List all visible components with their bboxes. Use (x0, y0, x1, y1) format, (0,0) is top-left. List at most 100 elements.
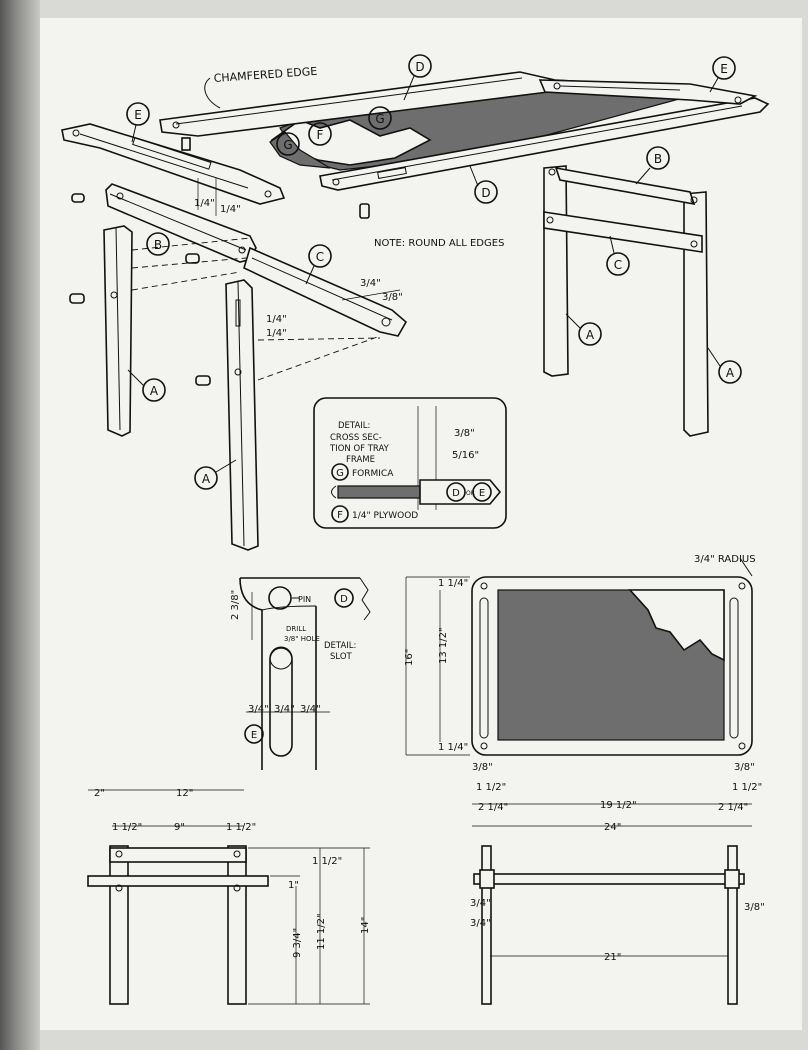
svg-text:OR: OR (466, 490, 475, 497)
svg-text:1/4": 1/4" (194, 198, 215, 209)
svg-text:1 1/2": 1 1/2" (226, 822, 256, 833)
svg-text:C: C (316, 250, 324, 264)
svg-text:E: E (479, 488, 485, 499)
svg-text:CHAMFERED EDGE: CHAMFERED EDGE (213, 65, 317, 85)
callout-g-detail: G (331, 463, 349, 481)
svg-text:PIN: PIN (298, 595, 311, 604)
callout-c-left: C (305, 244, 332, 285)
note-round-edges: NOTE: ROUND ALL EDGES (374, 238, 504, 249)
svg-text:3/4": 3/4" (360, 278, 381, 289)
svg-text:3/8": 3/8" (454, 428, 475, 439)
svg-text:FRAME: FRAME (346, 455, 375, 465)
svg-text:16": 16" (404, 649, 415, 666)
svg-text:13 1/2": 13 1/2" (438, 627, 449, 664)
svg-text:E: E (134, 108, 142, 122)
tray-top-view: 16" 13 1/2" 1 1/4" 1 1/4" 3/4" RADIUS 3/… (404, 554, 762, 833)
svg-text:9 3/4": 9 3/4" (292, 928, 303, 958)
svg-text:9": 9" (174, 822, 185, 833)
svg-text:1 1/4": 1 1/4" (438, 742, 468, 753)
svg-text:G: G (336, 468, 344, 479)
svg-text:12": 12" (176, 788, 193, 799)
svg-text:1 1/2": 1 1/2" (312, 856, 342, 867)
svg-text:B: B (154, 238, 162, 252)
callout-a-center: A (194, 459, 237, 490)
svg-text:1/4": 1/4" (266, 328, 287, 339)
svg-text:3/4": 3/4" (248, 704, 269, 715)
svg-text:3/8": 3/8" (744, 902, 765, 913)
svg-text:3/4": 3/4" (274, 704, 295, 715)
exploded-dimensions: 1/4" 1/4" 3/4" 3/8" 1/4" 1/4" (194, 198, 403, 339)
svg-text:E: E (720, 62, 728, 76)
svg-text:1 1/2": 1 1/2" (476, 782, 506, 793)
callout-b-left: B (146, 232, 170, 256)
svg-text:3/4" RADIUS: 3/4" RADIUS (694, 554, 756, 565)
callout-b-right: B (635, 146, 670, 185)
part-e-end-rail (61, 123, 286, 205)
detail-slot: PIN D 2 3/8" DRILL 3/8" HOLE DETAIL: SLO… (230, 577, 371, 770)
svg-text:3/8" HOLE: 3/8" HOLE (284, 635, 320, 643)
callout-g-right: G (368, 106, 392, 130)
svg-text:2 1/4": 2 1/4" (478, 802, 508, 813)
svg-text:1/4": 1/4" (266, 314, 287, 325)
svg-text:C: C (614, 258, 622, 272)
svg-text:2 3/8": 2 3/8" (230, 590, 241, 620)
svg-text:1/4" PLYWOOD: 1/4" PLYWOOD (352, 511, 418, 521)
svg-text:3/8": 3/8" (734, 762, 755, 773)
callout-d-front: D (469, 165, 498, 204)
book-spine-shadow (0, 0, 40, 1050)
svg-text:TION OF TRAY: TION OF TRAY (329, 444, 390, 454)
svg-text:G: G (375, 112, 384, 126)
svg-text:1": 1" (288, 880, 299, 891)
svg-text:E: E (251, 730, 257, 741)
svg-text:3/4": 3/4" (300, 704, 321, 715)
svg-text:2 1/4": 2 1/4" (718, 802, 748, 813)
callout-d-top: D (403, 54, 432, 101)
svg-text:11 1/2": 11 1/2" (316, 913, 327, 950)
callout-e-slot: E (244, 724, 264, 744)
svg-text:1 1/4": 1 1/4" (438, 578, 468, 589)
svg-text:CROSS SEC-: CROSS SEC- (330, 433, 382, 443)
svg-text:DETAIL:: DETAIL: (338, 421, 370, 431)
part-a-legs-exploded (103, 225, 381, 551)
svg-text:A: A (202, 472, 211, 486)
svg-text:3/8": 3/8" (382, 292, 403, 303)
callout-a-left: A (127, 369, 166, 402)
svg-text:G: G (283, 138, 292, 152)
detail-cross-section: DETAIL: CROSS SEC- TION OF TRAY FRAME 3/… (313, 397, 507, 529)
svg-text:5/16": 5/16" (452, 450, 479, 461)
svg-text:19 1/2": 19 1/2" (600, 800, 637, 811)
callout-a-right2: A (707, 347, 742, 384)
svg-text:3/4": 3/4" (470, 918, 491, 929)
tray-frame-exploded (159, 71, 770, 191)
callout-f: F (308, 122, 332, 146)
callout-a-right1: A (565, 313, 602, 346)
svg-text:DETAIL:: DETAIL: (324, 641, 356, 651)
svg-text:14": 14" (360, 917, 371, 934)
part-callouts: D E E F G G D B C A A B C A A (126, 54, 742, 490)
svg-text:D: D (340, 594, 348, 605)
callout-e-detail: E (472, 482, 492, 502)
svg-text:A: A (150, 384, 159, 398)
callout-e-top: E (709, 56, 736, 93)
callout-g-left: G (276, 132, 300, 156)
part-c-rail-exploded (243, 246, 408, 337)
assembled-stand (543, 165, 709, 437)
svg-text:D: D (415, 60, 424, 74)
callout-d-detail: D (446, 482, 466, 502)
svg-text:B: B (654, 152, 662, 166)
callout-c-right: C (606, 235, 630, 276)
stand-end-view: 2" 12" 1 1/2" 9" 1 1/2" 1 1/2" 1" 9 3/4"… (87, 788, 371, 1005)
svg-text:3/8": 3/8" (472, 762, 493, 773)
svg-text:1 1/2": 1 1/2" (112, 822, 142, 833)
svg-text:1 1/2": 1 1/2" (732, 782, 762, 793)
svg-text:3/4": 3/4" (470, 898, 491, 909)
svg-text:F: F (317, 128, 324, 142)
svg-text:2": 2" (94, 788, 105, 799)
svg-text:FORMICA: FORMICA (352, 469, 394, 479)
svg-text:D: D (481, 186, 490, 200)
svg-text:A: A (586, 328, 595, 342)
callout-e-left: E (126, 102, 150, 143)
svg-text:D: D (452, 488, 460, 499)
stand-side-view: 3/4" 3/4" 3/8" 21" (470, 845, 765, 1005)
